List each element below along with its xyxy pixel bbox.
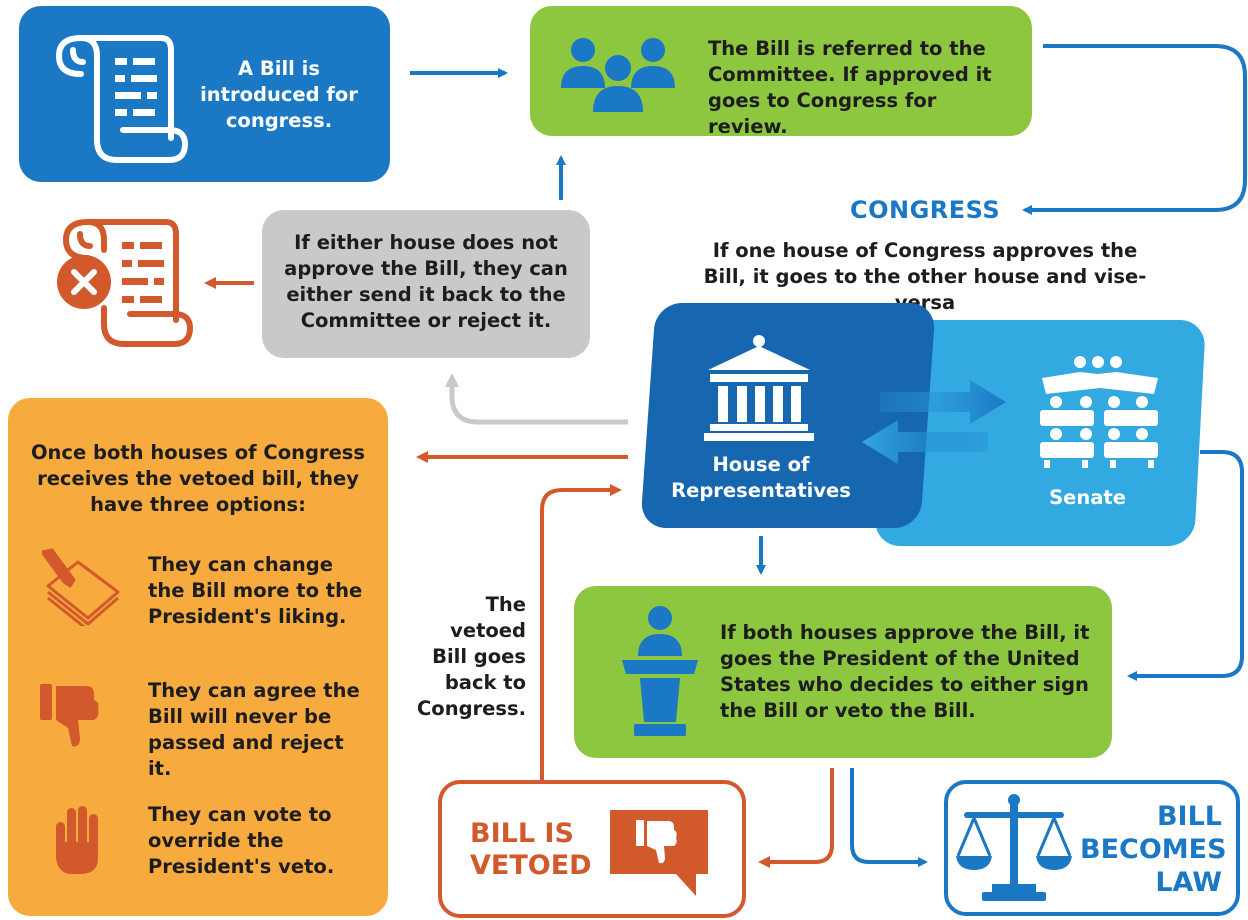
options-box: Once both houses of Congress receives th… (8, 398, 388, 916)
people-group-icon (561, 38, 675, 112)
senate-seats-icon (1040, 356, 1158, 468)
arrow-president-to-veto (758, 768, 834, 868)
thumbs-down-bubble-icon (610, 810, 708, 896)
thumbs-down-icon (40, 684, 99, 747)
rejected-scroll-icon (57, 219, 193, 347)
scales-of-justice-icon (956, 794, 1072, 901)
podium-speaker-icon (622, 606, 698, 736)
veto-label: BILL IS VETOED (470, 818, 592, 881)
president-text: If both houses approve the Bill, it goes… (720, 621, 1090, 722)
option-3-text: They can vote to override the President'… (148, 803, 335, 878)
president-box: If both houses approve the Bill, it goes… (574, 586, 1112, 758)
committee-text: The Bill is referred to the Committee. I… (708, 37, 992, 138)
committee-box: The Bill is referred to the Committee. I… (530, 6, 1032, 138)
congress-note: If one house of Congress approves the Bi… (703, 239, 1147, 314)
option-2-text: They can agree the Bill will never be pa… (148, 679, 360, 780)
congress-heading: CONGRESS (850, 196, 1001, 224)
return-note: The vetoed Bill goes back to Congress. (416, 593, 526, 720)
arrow-senate-to-president (1127, 450, 1244, 681)
scroll-icon (56, 35, 188, 163)
veto-box: BILL IS VETOED (438, 780, 746, 918)
house-label: House of Representatives (671, 453, 851, 502)
intro-box: A Bill is introduced for congress. (19, 6, 390, 182)
options-intro: Once both houses of Congress receives th… (30, 441, 366, 516)
paper-pencil-icon (42, 548, 120, 626)
senate-label: Senate (1049, 486, 1126, 509)
arrow-president-to-law (850, 768, 928, 867)
arrow-house-to-rejection (445, 373, 628, 425)
exchange-arrows-icon (862, 380, 1006, 464)
arrow-veto-to-house (540, 484, 622, 780)
intro-text: A Bill is introduced for congress. (200, 57, 358, 132)
law-box: BILL BECOMES LAW (944, 780, 1240, 916)
law-label: BILL BECOMES LAW (1080, 801, 1227, 898)
hand-stop-icon (56, 806, 98, 874)
rejection-text: If either house does not approve the Bil… (284, 231, 568, 332)
rejection-box: If either house does not approve the Bil… (262, 210, 590, 358)
arrow-committee-to-congress (1022, 44, 1247, 215)
capitol-building-icon (704, 335, 814, 441)
option-1-text: They can change the Bill more to the Pre… (148, 553, 363, 628)
